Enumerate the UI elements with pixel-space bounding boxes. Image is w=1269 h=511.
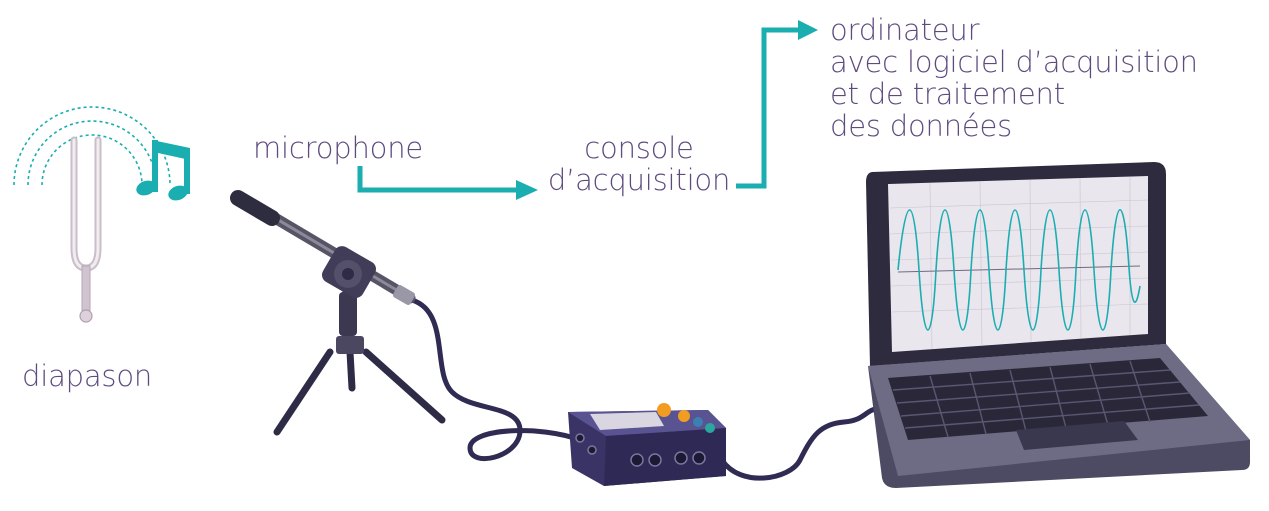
label-diapason: diapason xyxy=(22,359,153,393)
sound-waves-icon xyxy=(13,106,171,186)
label-ordinateur-line: des données xyxy=(830,109,1013,143)
arrow-icon xyxy=(357,27,800,193)
laptop-icon xyxy=(866,162,1250,488)
arrow-head-icon xyxy=(516,20,818,200)
cable xyxy=(409,297,883,481)
label-console-line: console xyxy=(584,131,694,165)
music-note-icon xyxy=(136,140,190,201)
label-microphone: microphone xyxy=(253,131,424,165)
tuning-fork-icon xyxy=(70,136,102,323)
label-ordinateur: ordinateur avec logiciel d’acquisition e… xyxy=(830,14,1198,142)
microphone-icon xyxy=(230,190,446,436)
label-ordinateur-line: avec logiciel d’acquisition xyxy=(830,45,1198,79)
label-ordinateur-line: ordinateur xyxy=(830,13,980,47)
acquisition-console-icon xyxy=(568,403,726,486)
label-ordinateur-line: et de traitement xyxy=(830,77,1065,111)
label-console-line: d’acquisition xyxy=(547,163,731,197)
label-console: console d’acquisition xyxy=(545,132,733,196)
